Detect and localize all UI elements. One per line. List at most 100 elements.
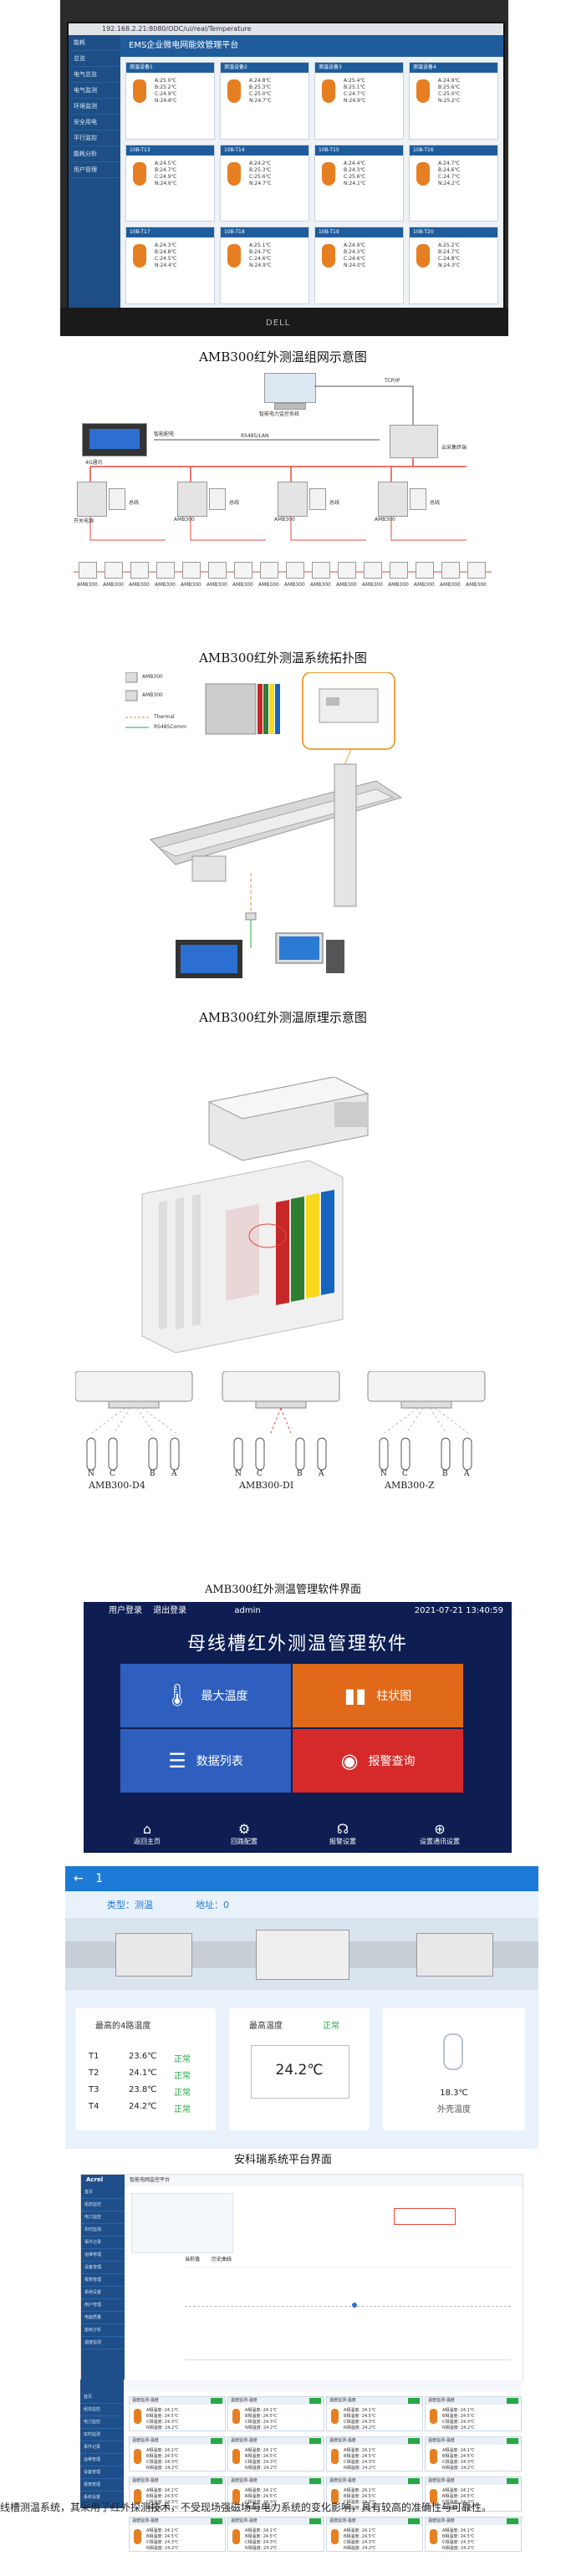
monitor-card-value: C相温度: 24.3℃ [442, 2540, 475, 2545]
sensor-device [416, 562, 434, 579]
platform-sidebar-item[interactable]: 首页 [81, 2186, 125, 2199]
tile-data-list[interactable]: ☰ 数据列表 [120, 1729, 291, 1793]
thermometer-icon [232, 2449, 240, 2464]
tile-alarm-query-label: 报警查询 [368, 1755, 416, 1768]
sensor-device [286, 562, 304, 579]
status-badge [408, 2398, 420, 2404]
platform-sidebar-item[interactable]: 用户管理 [81, 2299, 125, 2312]
nav-alarm-settings[interactable]: ☊报警设置 [309, 1822, 376, 1846]
platform-sidebar-item[interactable]: 实时监测 [80, 2429, 124, 2441]
monitor-card-value: C相温度: 24.3℃ [344, 2540, 376, 2545]
card-value: B:24.6℃ [438, 166, 461, 173]
platform-sidebar-item[interactable]: 事件记录 [80, 2441, 124, 2454]
photo-sidebar-item[interactable]: 平行监控 [69, 130, 120, 146]
photo-sidebar-item[interactable]: 能耗分析 [69, 146, 120, 162]
status-badge [408, 2518, 420, 2524]
platform-sidebar-item[interactable]: 电力监控 [80, 2416, 124, 2429]
platform-sidebar-item[interactable]: 电力监控 [81, 2211, 125, 2224]
platform-sidebar-item[interactable]: 组态监控 [80, 2404, 124, 2416]
platform-sidebar-item[interactable]: 设备管理 [80, 2466, 124, 2479]
sensor-label: AMB300 [336, 582, 357, 588]
platform-sidebar-item[interactable]: 系统设置 [80, 2492, 124, 2504]
card-value: N:24.8℃ [155, 98, 177, 104]
nav-circuit-config[interactable]: ⚙回路配置 [211, 1822, 278, 1846]
max-temp-status: 正常 [323, 2022, 339, 2031]
model-label-d4: AMB300-D4 [89, 1480, 145, 1491]
nav-home[interactable]: ⌂返回主页 [114, 1822, 181, 1846]
platform-sidebar-item[interactable]: 组态监控 [81, 2199, 125, 2211]
card-value: C:24.7℃ [438, 173, 461, 180]
device-image-panel [131, 2193, 233, 2253]
platform-sidebar-item[interactable]: 报表管理 [80, 2479, 124, 2492]
login-link[interactable]: 用户登录 [109, 1606, 142, 1615]
monitor-card-value: N相温度: 24.2℃ [245, 2466, 278, 2471]
monitor-card-value: C相温度: 24.3℃ [245, 2540, 278, 2545]
photo-sidebar-item[interactable]: 电气监测 [69, 83, 120, 99]
platform-sidebar-item[interactable]: 事件记录 [81, 2237, 125, 2249]
phase-label: N [88, 1470, 94, 1478]
caption-networking: AMB300红外测温组网示意图 [199, 349, 367, 365]
card-value: B:24.7℃ [155, 166, 177, 173]
photo-sidebar-item[interactable]: 能耗 [69, 35, 120, 51]
platform-sidebar-item[interactable]: 温度监测 [81, 2337, 125, 2349]
platform-sidebar-item[interactable]: 运维管理 [80, 2454, 124, 2466]
photo-sidebar-item[interactable]: 安全用电 [69, 115, 120, 130]
highlight-box [394, 2208, 456, 2225]
photo-sidebar-item[interactable]: 用户管理 [69, 162, 120, 178]
card-value: C:24.6℃ [344, 256, 366, 263]
logout-link[interactable]: 退出登录 [153, 1606, 187, 1615]
nav-comm-settings[interactable]: ⊕设置通讯设置 [406, 1822, 473, 1846]
detail-number: 1 [95, 1872, 104, 1885]
card-value: A:24.4℃ [344, 160, 366, 166]
legend-item-4: RS485Comm [154, 724, 186, 730]
monitor-screen: 192.168.2.21:8080/ODC/ui/real/Temperatur… [67, 22, 505, 309]
monitor-card-value: A相温度: 24.1℃ [442, 2488, 475, 2493]
card-value: C:25.6℃ [249, 173, 272, 180]
sensor-device [105, 562, 123, 579]
platform-sidebar-item[interactable]: 设备管理 [81, 2262, 125, 2274]
sensor-models-drawing [74, 1370, 486, 1471]
tab-history[interactable]: 历史曲线 [212, 2257, 232, 2262]
url-bar[interactable]: 192.168.2.21:8080/ODC/ui/real/Temperatur… [69, 23, 503, 35]
status-badge [211, 2478, 222, 2484]
photo-sidebar-item[interactable]: 环境监测 [69, 99, 120, 115]
tile-alarm-query[interactable]: ◉ 报警查询 [293, 1729, 463, 1793]
thermometer-icon [416, 79, 430, 103]
tile-bar-chart-label: 柱状图 [376, 1690, 412, 1703]
branch-label: 总线 [229, 500, 240, 506]
platform-sidebar-item[interactable]: 运维管理 [81, 2249, 125, 2262]
photo-sidebar-item[interactable]: 电气总览 [69, 67, 120, 83]
back-arrow-icon[interactable]: ← [74, 1872, 84, 1885]
phase-label: N [380, 1470, 387, 1478]
monitor-card-title: 温度监测-温度 [228, 2477, 324, 2485]
monitor-card-value: B相温度: 24.5℃ [442, 2454, 475, 2459]
monitor-card-value: C相温度: 24.3℃ [245, 2420, 278, 2425]
shell-temp-panel: 18.3℃ 外壳温度 [383, 2008, 525, 2130]
tab-current[interactable]: 当前值 [185, 2257, 201, 2262]
tile-max-temp[interactable]: 🌡 最大温度 [120, 1664, 291, 1727]
platform-screen-1: 首页组态监控电力监控实时监测事件记录运维管理设备管理报表管理系统设置用户管理电能… [80, 2174, 523, 2391]
card-value: B:25.3℃ [249, 166, 272, 173]
caption-platform: 安科瑞系统平台界面 [233, 2154, 332, 2166]
status-badge [507, 2438, 518, 2444]
branch-label: 总线 [430, 500, 441, 506]
platform-sidebar-item[interactable]: 能耗分析 [81, 2324, 125, 2337]
platform-sidebar-item[interactable]: 系统设置 [81, 2287, 125, 2299]
platform-sidebar-item[interactable]: 电能质量 [81, 2312, 125, 2324]
busbar-conductor [86, 1437, 96, 1471]
platform-sidebar-item[interactable]: 实时监测 [81, 2224, 125, 2237]
tile-max-temp-label: 最大温度 [201, 1690, 248, 1703]
phase-label: C [402, 1470, 408, 1478]
card-value: A:24.5℃ [155, 160, 177, 166]
photo-sidebar-item[interactable]: 总览 [69, 51, 120, 67]
platform-sidebar-item[interactable]: 首页 [80, 2391, 124, 2404]
thermometer-icon [443, 2033, 463, 2070]
tile-bar-chart[interactable]: ▮▮ 柱状图 [293, 1664, 463, 1727]
status-badge [309, 2398, 321, 2404]
platform-sidebar-item[interactable]: 报表管理 [81, 2274, 125, 2287]
